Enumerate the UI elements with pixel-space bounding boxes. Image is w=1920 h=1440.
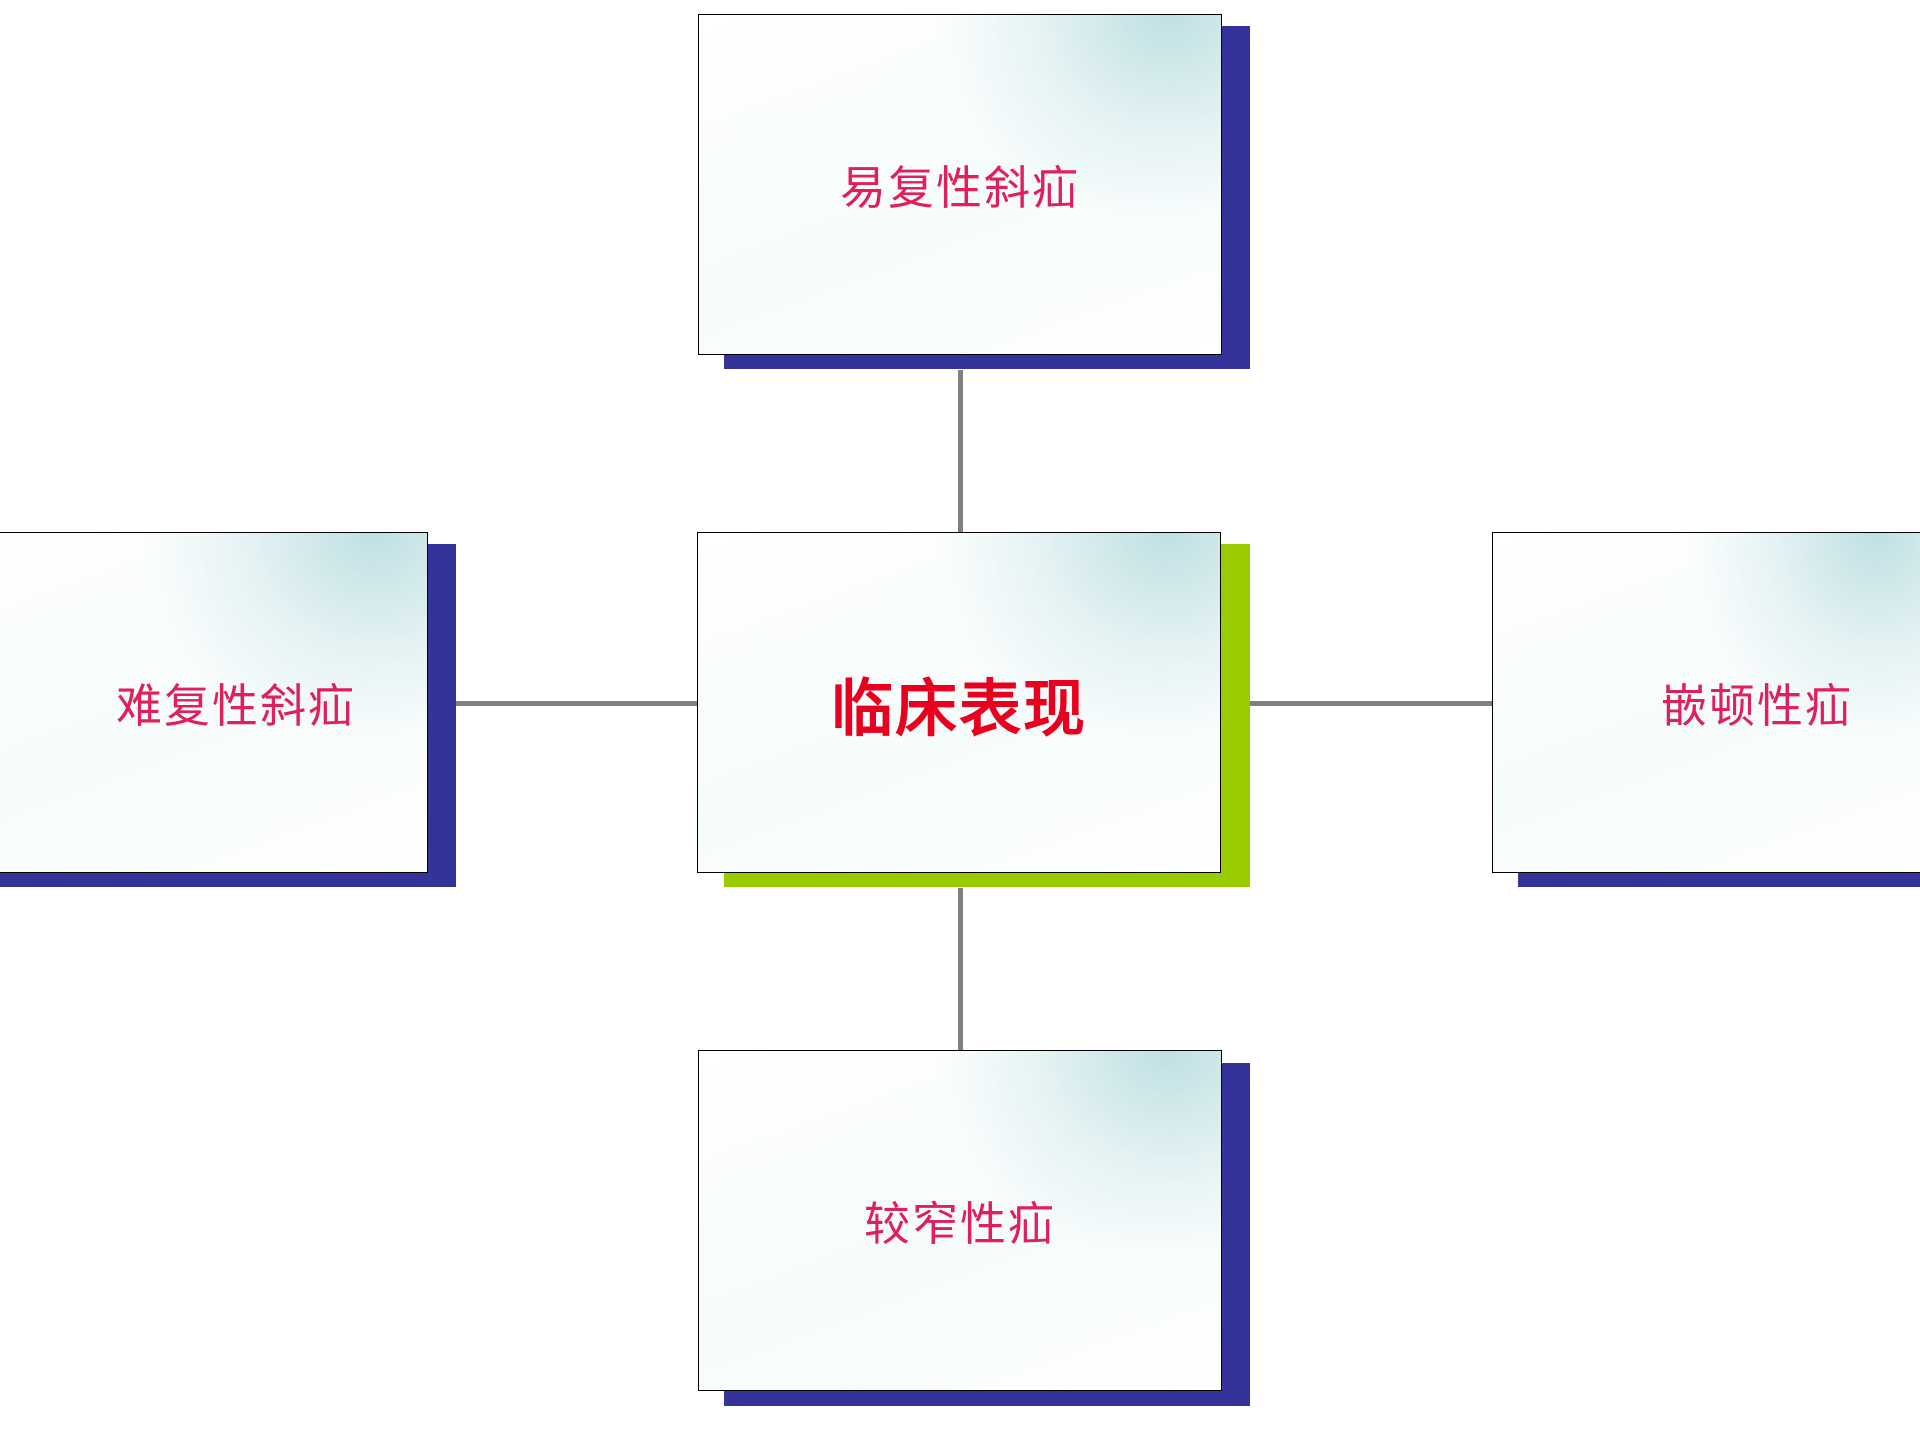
connector-top (958, 370, 963, 534)
node-right[interactable]: 嵌顿性疝 (1492, 532, 1920, 873)
node-left[interactable]: 难复性斜疝 (0, 532, 428, 873)
node-left-label: 难复性斜疝 (116, 678, 356, 733)
center-node-label: 临床表现 (830, 671, 1087, 745)
center-node[interactable]: 临床表现 (697, 532, 1221, 873)
node-right-label: 嵌顿性疝 (1661, 678, 1853, 733)
connector-bottom (958, 888, 963, 1051)
node-bottom-label: 较窄性疝 (864, 1196, 1056, 1251)
connector-right (1248, 701, 1493, 706)
node-top[interactable]: 易复性斜疝 (698, 14, 1222, 355)
node-top-label: 易复性斜疝 (840, 160, 1080, 215)
node-bottom[interactable]: 较窄性疝 (698, 1050, 1222, 1391)
connector-left (455, 701, 698, 706)
